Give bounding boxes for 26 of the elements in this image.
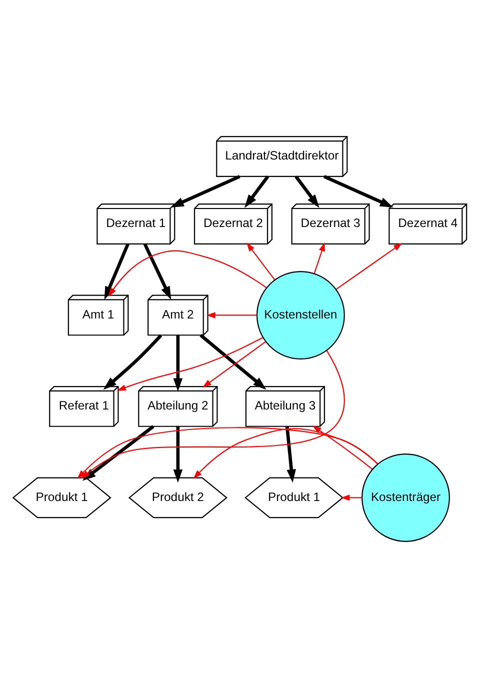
arrow (284, 426, 296, 482)
arrow (294, 175, 319, 208)
arrow (336, 242, 402, 290)
arrow (142, 242, 171, 300)
node-circle: Kostenstellen (256, 270, 344, 359)
arrow (246, 242, 275, 280)
arrow (102, 334, 162, 390)
arrow (322, 174, 393, 207)
arrow (202, 340, 266, 388)
arrow (312, 425, 372, 470)
arrow (170, 174, 240, 207)
arrow (80, 350, 344, 478)
arrow (340, 494, 362, 500)
arrow (313, 242, 324, 274)
arrow (192, 428, 378, 478)
arrow (206, 312, 256, 318)
arrow (108, 250, 266, 296)
arrow (172, 426, 182, 482)
arrow (82, 424, 154, 480)
arrow (199, 333, 266, 390)
arrow (244, 175, 269, 208)
arrow (172, 334, 182, 392)
arrow (116, 336, 263, 390)
arrow (104, 242, 129, 300)
node-circle: Kostenträger (361, 452, 450, 542)
arrow (76, 426, 378, 478)
